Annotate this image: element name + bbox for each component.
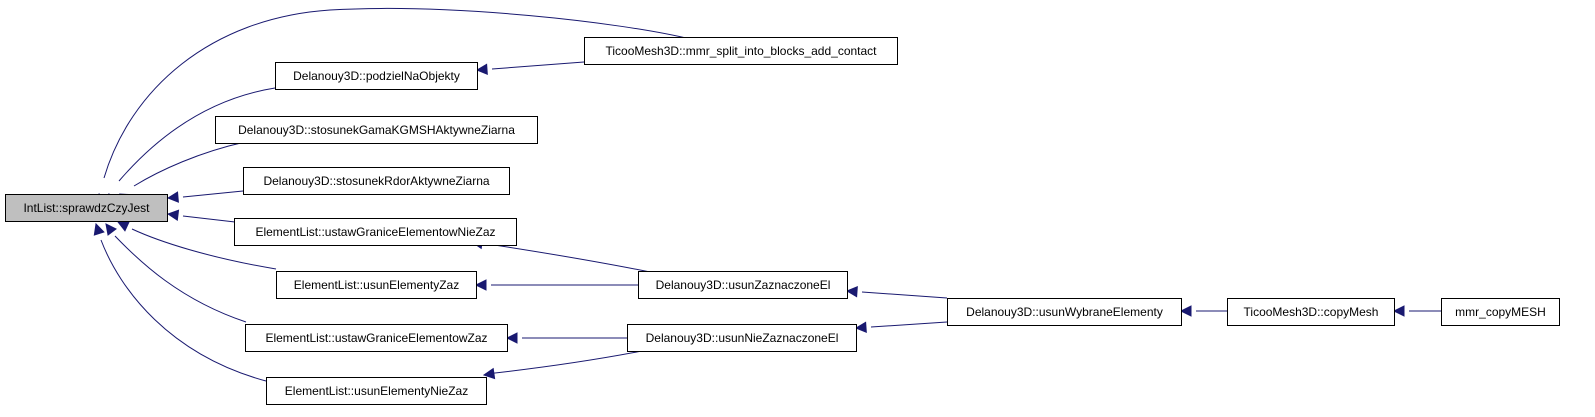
- node-delanouy3d-usunniezaznaczoneel[interactable]: Delanouy3D::usunNieZaznaczoneEl: [627, 324, 857, 352]
- edge-mmr-copy-to-copymesh: [1392, 305, 1441, 317]
- node-elementlist-usunelementyniezaz[interactable]: ElementList::usunElementyNieZaz: [266, 377, 487, 405]
- node-elementlist-ustawgraniceelementownieza[interactable]: ElementList::ustawGraniceElementowNieZaz: [234, 218, 517, 246]
- edge-usun-zaznaczone-to-usun-zaz: [474, 279, 638, 291]
- node-ticoomesh3d-copymesh[interactable]: TicooMesh3D::copyMesh: [1227, 298, 1395, 326]
- edge-usun-wybrane-to-usun-zaznaczone: [845, 285, 948, 299]
- edge-rdor-to-root: [166, 190, 244, 203]
- node-delanouy3d-stosunekrdoraktywneziarna[interactable]: Delanouy3D::stosunekRdorAktywneZiarna: [243, 167, 510, 195]
- node-elementlist-usunelementyzaz[interactable]: ElementList::usunElementyZaz: [276, 271, 477, 299]
- node-delanouy3d-usunzaznaczoneel[interactable]: Delanouy3D::usunZaznaczoneEl: [638, 271, 848, 299]
- node-elementlist-ustawgraniceelementowzaz[interactable]: ElementList::ustawGraniceElementowZaz: [245, 324, 508, 352]
- edge-copymesh-to-usun-wybrane: [1179, 305, 1227, 317]
- node-delanouy3d-stosunekgamakgmshaktywneziarna[interactable]: Delanouy3D::stosunekGamaKGMSHAktywneZiar…: [215, 116, 538, 144]
- node-mmr-copymesh[interactable]: mmr_copyMESH: [1441, 298, 1560, 326]
- node-label: TicooMesh3D::mmr_split_into_blocks_add_c…: [605, 44, 877, 58]
- node-label: IntList::sprawdzCzyJest: [23, 201, 150, 215]
- nodes-layer: IntList::sprawdzCzyJest TicooMesh3D::mmr…: [5, 37, 1560, 405]
- node-delanouy3d-usunwybraneelementy[interactable]: Delanouy3D::usunWybraneElementy: [947, 298, 1182, 326]
- node-label: Delanouy3D::usunWybraneElementy: [966, 305, 1163, 319]
- node-label: Delanouy3D::stosunekGamaKGMSHAktywneZiar…: [238, 123, 515, 137]
- node-label: ElementList::usunElementyNieZaz: [285, 384, 468, 398]
- node-label: Delanouy3D::usunZaznaczoneEl: [656, 278, 831, 292]
- node-label: Delanouy3D::usunNieZaznaczoneEl: [646, 331, 839, 345]
- node-label: Delanouy3D::podzielNaObjekty: [293, 69, 460, 83]
- node-label: ElementList::ustawGraniceElementowZaz: [265, 331, 487, 345]
- node-label: Delanouy3D::stosunekRdorAktywneZiarna: [263, 174, 489, 188]
- edge-usun-niezaznaczone-to-ustaw-zaz: [505, 332, 627, 344]
- edge-usun-wybrane-to-usun-niezaznaczone: [854, 321, 948, 334]
- node-label: ElementList::ustawGraniceElementowNieZaz: [255, 225, 495, 239]
- node-intlist-sprawdzczyjest[interactable]: IntList::sprawdzCzyJest: [5, 194, 168, 222]
- node-delanouy3d-podzielnaobjekty[interactable]: Delanouy3D::podzielNaObjekty: [275, 62, 478, 90]
- edge-usun-niezaznaczone-to-usun-nie: [482, 350, 643, 380]
- node-label: ElementList::usunElementyZaz: [294, 278, 459, 292]
- edge-ustaw-zaz-to-root: [105, 223, 247, 323]
- edge-mmr-split-to-podziel: [475, 61, 585, 76]
- edge-usun-nie-to-root: [93, 222, 267, 382]
- node-label: mmr_copyMESH: [1455, 305, 1546, 319]
- node-ticoomesh3d-mmr-split-into-blocks-add-contact[interactable]: TicooMesh3D::mmr_split_into_blocks_add_c…: [584, 37, 898, 65]
- edge-ustaw-nie-to-root: [166, 209, 236, 223]
- node-label: TicooMesh3D::copyMesh: [1244, 305, 1379, 319]
